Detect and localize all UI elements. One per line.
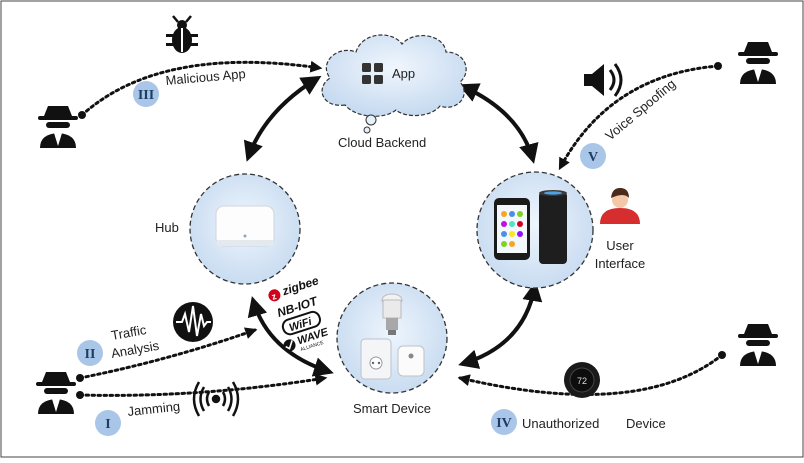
cloud-app-label: App (392, 66, 415, 81)
smart-speaker-icon (539, 190, 567, 264)
arrow-ui-device (458, 281, 543, 369)
jamming-signal-icon (192, 381, 240, 417)
attack-v-numeral: V (588, 150, 598, 165)
hub-label: Hub (155, 220, 179, 235)
attack-v: V Voice Spoofing (580, 76, 678, 169)
attack-iv: IV Unauthorized Device (491, 409, 666, 435)
protocol-logos: z zigbee NB-IOT WiFi WAVE ALLIANCE (268, 273, 330, 353)
cloud-backend: App Cloud Backend (321, 34, 467, 150)
thermostat-icon: 72 (564, 362, 600, 398)
spy-icon-iii (38, 106, 78, 148)
attack-i-label: Jamming (127, 399, 181, 419)
attack-origin-dots (76, 62, 726, 399)
user-interface-node: User Interface (476, 171, 646, 289)
waveform-icon (173, 302, 213, 342)
wifi-logo: WiFi (281, 310, 321, 336)
spy-icon-i-ii (36, 372, 76, 414)
user-avatar-icon (600, 188, 640, 224)
attack-ii-label-line1: Traffic (110, 322, 148, 343)
hub-device-icon (215, 205, 275, 247)
spy-icon-iv (738, 324, 778, 366)
arrow-cloud-hub (243, 75, 322, 162)
svg-text:z: z (270, 291, 278, 302)
speaker-sound-icon (584, 63, 623, 97)
smart-device-node: Smart Device (336, 282, 448, 416)
cloud-backend-label: Cloud Backend (338, 135, 426, 150)
attack-ii-numeral: II (85, 347, 96, 362)
smartphone-icon (494, 198, 530, 260)
attack-path-iii (80, 60, 323, 117)
attack-path-v (558, 64, 720, 171)
attack-iii: III Malicious App (133, 66, 246, 107)
user-interface-label-line2: Interface (595, 256, 646, 271)
attack-iii-label: Malicious App (165, 66, 246, 88)
connection-arrows (243, 75, 543, 377)
attack-path-ii (78, 327, 258, 380)
attacker-icons (36, 42, 778, 414)
attack-iii-numeral: III (138, 88, 154, 103)
attack-path-iv (457, 353, 724, 396)
attack-iv-label-part1: Unauthorized (522, 416, 599, 431)
smart-sensor-icon (397, 345, 425, 377)
smart-device-label: Smart Device (353, 401, 431, 416)
attack-iv-label-part2: Device (626, 416, 666, 431)
app-grid-icon (362, 63, 383, 84)
attack-i: I Jamming (95, 399, 181, 436)
smart-bulb-icon (381, 293, 403, 335)
attack-i-numeral: I (105, 417, 110, 432)
arrow-hub-device (247, 296, 334, 377)
attack-iv-numeral: IV (496, 416, 512, 431)
attack-ii: II Traffic Analysis (77, 322, 161, 366)
hub-node: Hub (155, 173, 301, 285)
bug-icon (166, 15, 198, 53)
cloud-shape (321, 34, 467, 117)
spy-icon-v (738, 42, 778, 84)
thermostat-display: 72 (577, 376, 587, 386)
user-interface-label-line1: User (606, 238, 634, 253)
arrow-cloud-ui (458, 83, 539, 164)
smart-plug-icon (360, 338, 392, 380)
